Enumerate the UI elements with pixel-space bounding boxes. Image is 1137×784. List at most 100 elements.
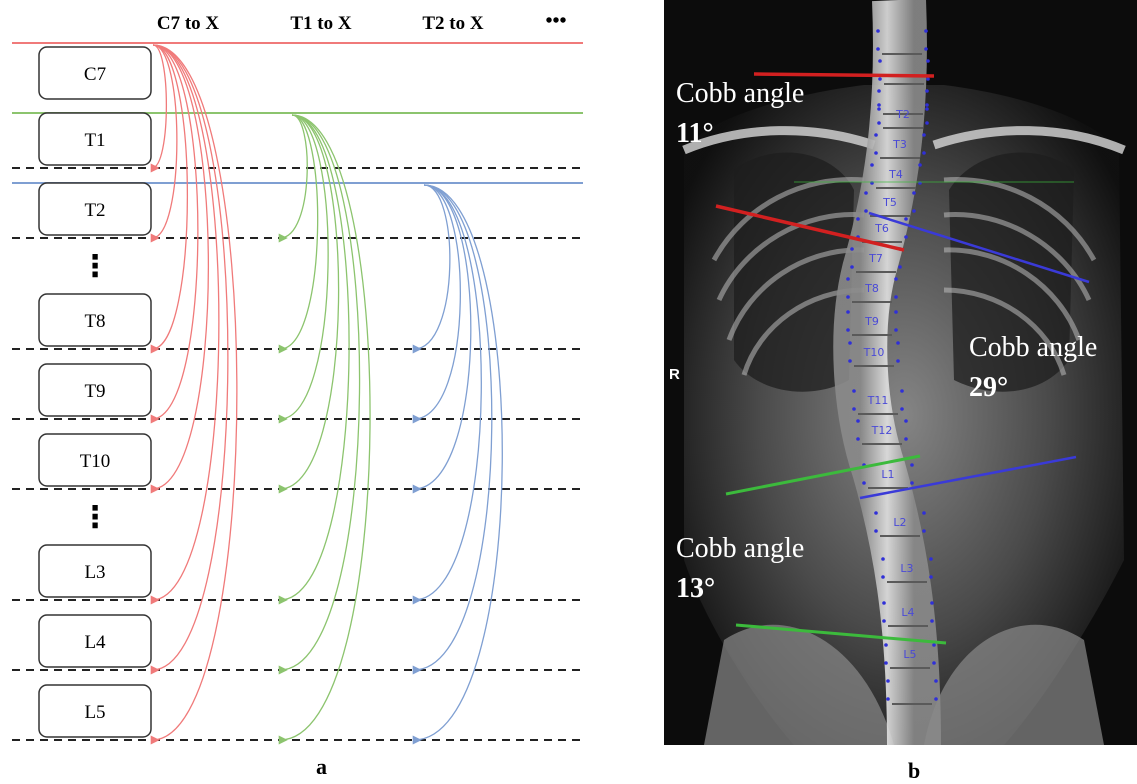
landmark-dot <box>904 419 908 423</box>
landmark-dot <box>882 619 886 623</box>
landmark-dot <box>894 295 898 299</box>
landmark-dot <box>848 341 852 345</box>
landmark-dot <box>922 151 926 155</box>
landmark-dot <box>904 235 908 239</box>
landmark-dot <box>894 277 898 281</box>
t1-arrow <box>280 115 370 740</box>
landmark-dot <box>898 265 902 269</box>
vertebra-label: L5 <box>84 702 105 723</box>
side-marker: R <box>669 366 680 383</box>
landmark-dot <box>924 47 928 51</box>
landmark-dot <box>925 89 929 93</box>
vertebra-box-t8: T8 <box>39 294 151 346</box>
landmark-dot <box>850 247 854 251</box>
landmark-dot <box>874 511 878 515</box>
cobb-label-1: Cobb angle <box>676 78 804 109</box>
xray-vertebra-label: L5 <box>903 648 916 661</box>
landmark-dot <box>910 463 914 467</box>
header-c7: C7 to X <box>157 13 220 34</box>
vertebra-box-t1: T1 <box>39 113 151 165</box>
landmark-dot <box>856 217 860 221</box>
vertebra-box-c7: C7 <box>39 47 151 99</box>
vertebra-label: L4 <box>84 632 106 653</box>
xray-vertebra-label: L4 <box>901 606 914 619</box>
xray-vertebra-label: L2 <box>893 516 906 529</box>
vertebra-box-t9: T9 <box>39 364 151 416</box>
landmark-dot <box>884 661 888 665</box>
landmark-dot <box>877 107 881 111</box>
header-ellipsis: ••• <box>545 10 566 32</box>
c7-arrow <box>152 45 187 349</box>
landmark-dot <box>925 103 929 107</box>
landmark-dot <box>878 77 882 81</box>
vertebra-label: T10 <box>80 451 111 472</box>
landmark-dot <box>846 295 850 299</box>
landmark-dot <box>922 133 926 137</box>
landmark-dot <box>884 643 888 647</box>
landmark-dot <box>877 121 881 125</box>
panel-label-a: a <box>316 754 327 780</box>
landmark-dot <box>934 679 938 683</box>
header-t1: T1 to X <box>290 13 352 34</box>
xray-vertebra-label: L1 <box>881 468 894 481</box>
landmark-dot <box>929 575 933 579</box>
t2-arrow <box>414 185 450 349</box>
vertebra-box-l4: L4 <box>39 615 151 667</box>
c7-arrow <box>152 45 166 168</box>
landmark-dot <box>932 643 936 647</box>
landmark-dot <box>864 191 868 195</box>
landmark-dot <box>878 59 882 63</box>
vertebra-box-l5: L5 <box>39 685 151 737</box>
vertebra-label: L3 <box>84 562 105 583</box>
xray-vertebra-label: T11 <box>867 394 889 407</box>
landmark-dot <box>874 151 878 155</box>
landmark-dot <box>882 601 886 605</box>
vertebra-box-t2: T2 <box>39 183 151 235</box>
t2-arrow <box>414 185 481 600</box>
vertical-ellipsis-2: ⋮ <box>80 500 110 535</box>
xray-vertebra-label: L3 <box>900 562 913 575</box>
landmark-dot <box>874 133 878 137</box>
landmark-dot <box>932 661 936 665</box>
vertebra-boxes: C7T1T2T8T9T10L3L4L5 <box>39 47 151 737</box>
landmark-dot <box>930 619 934 623</box>
connection-diagram: C7 to X T1 to X T2 to X ••• C7T1T2T8T9T1… <box>0 0 640 781</box>
landmark-dot <box>846 277 850 281</box>
landmark-dot <box>881 557 885 561</box>
landmark-dot <box>900 389 904 393</box>
landmark-dot <box>922 511 926 515</box>
xray-vertebra-label: T9 <box>864 315 879 328</box>
cobb-line-red-upper <box>754 74 934 76</box>
landmark-dot <box>930 601 934 605</box>
connection-arrows <box>152 45 502 740</box>
landmark-dot <box>886 679 890 683</box>
landmark-dot <box>918 163 922 167</box>
landmark-dot <box>934 697 938 701</box>
vertical-ellipsis-1: ⋮ <box>80 249 110 284</box>
landmark-dot <box>900 407 904 411</box>
landmark-dot <box>850 265 854 269</box>
landmark-dot <box>874 529 878 533</box>
landmark-dot <box>877 103 881 107</box>
vertebra-label: C7 <box>84 64 106 85</box>
xray-vertebra-label: T6 <box>874 222 889 235</box>
spine-xray: T2T3T4T5T6T7T8T9T10T11T12L1L2L3L4L5 Cobb… <box>664 0 1137 745</box>
landmark-dot <box>925 121 929 125</box>
c7-arrow <box>152 45 219 600</box>
xray-vertebra-label: T2 <box>895 108 910 121</box>
landmark-dot <box>856 419 860 423</box>
landmark-dot <box>912 191 916 195</box>
landmark-dot <box>876 29 880 33</box>
xray-vertebra-label: T8 <box>864 282 879 295</box>
landmark-dot <box>852 389 856 393</box>
c7-arrow <box>152 45 228 670</box>
cobb-label-2: Cobb angle <box>969 332 1097 363</box>
vertebra-box-l3: L3 <box>39 545 151 597</box>
t1-arrow <box>280 115 328 419</box>
landmark-dot <box>877 89 881 93</box>
landmark-dot <box>926 77 930 81</box>
landmark-dot <box>904 217 908 221</box>
landmark-dot <box>912 209 916 213</box>
landmark-dot <box>862 481 866 485</box>
landmark-dot <box>894 310 898 314</box>
